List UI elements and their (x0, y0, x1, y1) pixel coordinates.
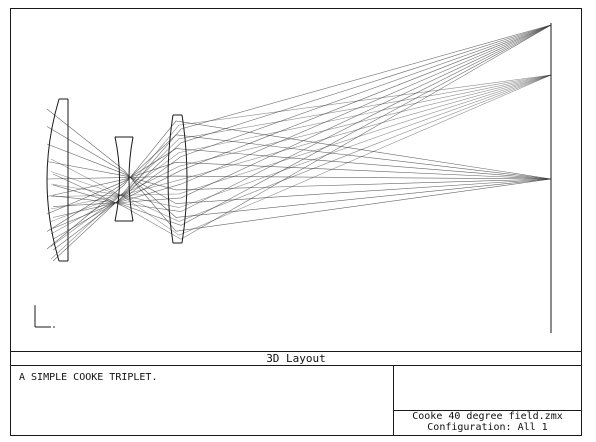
file-name: Cooke 40 degree field.zmx (412, 411, 563, 422)
ray-path (52, 24, 552, 226)
lens-element-3 (167, 114, 188, 244)
ray-path (46, 161, 552, 197)
info-divider (393, 366, 394, 435)
ray-bundle (46, 24, 552, 262)
ray-path (46, 134, 552, 232)
ray-path (46, 161, 552, 191)
ray-path (50, 74, 552, 197)
ray-path (52, 24, 552, 229)
lens-diagram (34, 23, 552, 333)
ray-path (52, 24, 552, 251)
ray-path (52, 24, 552, 240)
ray-path (50, 74, 552, 222)
ray-path (52, 24, 552, 262)
ray-path (50, 74, 552, 260)
ray-path (50, 74, 552, 236)
axis-indicator-icon (34, 305, 55, 328)
lens-element-1 (46, 98, 69, 262)
ray-path (46, 120, 552, 250)
lens-element-2 (114, 136, 134, 222)
ray-path (52, 24, 552, 240)
file-info: Cooke 40 degree field.zmx Configuration:… (394, 411, 581, 435)
layout-title: 3D Layout (11, 351, 581, 366)
info-hdivider (393, 410, 581, 411)
ray-path (50, 74, 552, 247)
configuration-label: Configuration: All 1 (427, 422, 548, 433)
ray-path (46, 143, 552, 204)
system-description: A SIMPLE COOKE TRIPLET. (19, 372, 158, 383)
ray-path (50, 74, 552, 208)
ray-path (52, 24, 552, 207)
ray-path (52, 24, 552, 218)
info-panel: A SIMPLE COOKE TRIPLET. Cooke 40 degree … (11, 366, 581, 435)
optical-layout-plot (11, 9, 581, 351)
layout-frame: 3D Layout A SIMPLE COOKE TRIPLET. Cooke … (10, 8, 582, 436)
ray-path (50, 74, 552, 222)
ray-path (52, 24, 552, 212)
ray-path (50, 74, 552, 210)
ray-path (46, 108, 552, 232)
ray-path (46, 175, 552, 180)
ray-path (50, 74, 552, 235)
